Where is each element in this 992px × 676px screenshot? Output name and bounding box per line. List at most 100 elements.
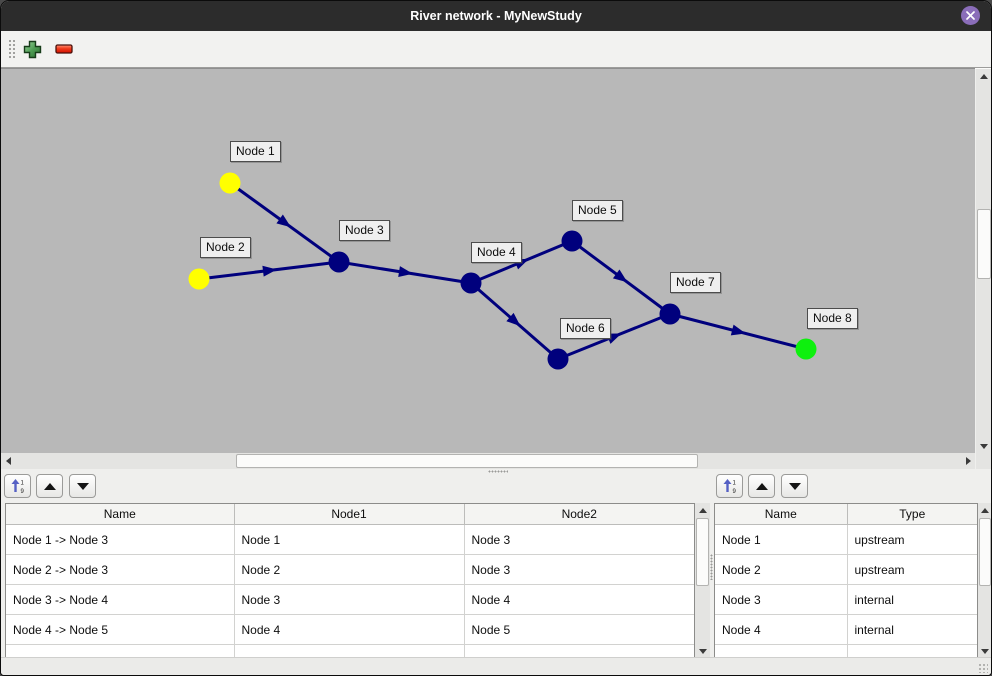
- table-cell[interactable]: Node 4: [715, 614, 848, 645]
- node-label[interactable]: Node 4: [471, 242, 522, 263]
- sort-nodes-button[interactable]: 1 9: [716, 474, 743, 498]
- toolbar-grip[interactable]: [8, 39, 15, 60]
- svg-text:1: 1: [733, 481, 737, 487]
- table-cell[interactable]: internal: [846, 614, 977, 645]
- table-cell[interactable]: Node 2: [715, 554, 848, 585]
- scrollbar-thumb[interactable]: [979, 518, 991, 586]
- table-cell[interactable]: Node 1: [233, 524, 465, 555]
- scrollbar-thumb[interactable]: [696, 518, 709, 586]
- horizontal-splitter[interactable]: [1, 469, 991, 474]
- table-cell[interactable]: Node 4: [233, 614, 465, 645]
- table-cell[interactable]: Node 5: [463, 614, 694, 645]
- sort-ascending-icon: 1 9: [723, 479, 737, 494]
- move-node-up-button[interactable]: [748, 474, 775, 498]
- up-triangle-icon: [698, 507, 707, 513]
- table-cell[interactable]: Node 3 -> Node 4: [6, 584, 235, 615]
- node-label[interactable]: Node 2: [200, 237, 251, 258]
- down-triangle-icon: [981, 648, 989, 654]
- status-bar: [1, 657, 991, 675]
- river-node[interactable]: [547, 348, 569, 370]
- vertical-splitter[interactable]: [710, 474, 714, 658]
- canvas-horizontal-scrollbar[interactable]: [1, 453, 975, 469]
- scroll-up-button[interactable]: [695, 503, 710, 517]
- scrollbar-thumb[interactable]: [236, 454, 698, 468]
- river-node[interactable]: [795, 338, 817, 360]
- canvas-vertical-scrollbar[interactable]: [976, 69, 991, 453]
- move-node-down-button[interactable]: [781, 474, 808, 498]
- table-cell[interactable]: [463, 644, 694, 657]
- network-canvas[interactable]: Node 1 Node 2 Node 3 Node 4 Node 5 Node 6 Node…: [1, 68, 975, 454]
- table-cell[interactable]: Node 3: [463, 554, 694, 585]
- node-label[interactable]: Node 6: [560, 318, 611, 339]
- table-cell[interactable]: Node 1 -> Node 3: [6, 524, 235, 555]
- table-cell[interactable]: Node 2: [233, 554, 465, 585]
- remove-node-button[interactable]: [52, 37, 76, 61]
- scroll-down-button[interactable]: [695, 644, 710, 658]
- river-node[interactable]: [659, 303, 681, 325]
- river-node[interactable]: [219, 172, 241, 194]
- sort-links-button[interactable]: 1 9: [4, 474, 31, 498]
- link-direction-arrow: [262, 265, 277, 277]
- resize-grip[interactable]: [978, 663, 988, 673]
- nodes-table-scrollbar[interactable]: [978, 503, 991, 658]
- link-direction-arrow: [730, 324, 746, 336]
- table-cell[interactable]: Node 4 -> Node 5: [6, 614, 235, 645]
- table-cell[interactable]: internal: [846, 584, 977, 615]
- node-label[interactable]: Node 7: [670, 272, 721, 293]
- move-link-down-button[interactable]: [69, 474, 96, 498]
- table-cell[interactable]: upstream: [846, 554, 977, 585]
- scroll-up-button[interactable]: [978, 503, 991, 517]
- node-label[interactable]: Node 3: [339, 220, 390, 241]
- scroll-down-button[interactable]: [978, 644, 991, 658]
- table-cell[interactable]: Node 4: [463, 584, 694, 615]
- scroll-right-button[interactable]: [961, 453, 975, 469]
- node-label[interactable]: Node 8: [807, 308, 858, 329]
- river-node[interactable]: [561, 230, 583, 252]
- table-row[interactable]: [715, 644, 977, 657]
- table-row[interactable]: [6, 644, 694, 657]
- table-cell[interactable]: [6, 644, 235, 657]
- up-triangle-icon: [981, 507, 989, 513]
- column-header[interactable]: Type: [846, 504, 977, 525]
- river-node[interactable]: [460, 272, 482, 294]
- links-table-scrollbar[interactable]: [695, 503, 710, 658]
- table-cell[interactable]: [846, 644, 977, 657]
- river-node[interactable]: [188, 268, 210, 290]
- move-link-up-button[interactable]: [36, 474, 63, 498]
- sort-ascending-icon: 1 9: [11, 479, 25, 494]
- column-header[interactable]: Name: [715, 504, 848, 525]
- table-cell[interactable]: Node 3: [715, 584, 848, 615]
- add-node-button[interactable]: [20, 37, 44, 61]
- up-triangle-icon: [755, 482, 768, 490]
- river-node[interactable]: [328, 251, 350, 273]
- table-cell[interactable]: [715, 644, 848, 657]
- scrollbar-thumb[interactable]: [977, 209, 991, 279]
- scroll-up-button[interactable]: [976, 69, 991, 83]
- table-cell[interactable]: upstream: [846, 524, 977, 555]
- table-cell[interactable]: Node 3: [463, 524, 694, 555]
- table-cell[interactable]: Node 1: [715, 524, 848, 555]
- table-cell[interactable]: [233, 644, 465, 657]
- close-button[interactable]: [961, 6, 980, 25]
- scroll-left-button[interactable]: [1, 453, 15, 469]
- table-cell[interactable]: Node 2 -> Node 3: [6, 554, 235, 585]
- column-header[interactable]: Name: [6, 504, 235, 525]
- column-header[interactable]: Node2: [463, 504, 694, 525]
- scroll-down-button[interactable]: [976, 439, 991, 453]
- node-label[interactable]: Node 1: [230, 141, 281, 162]
- table-cell[interactable]: Node 3: [233, 584, 465, 615]
- right-triangle-icon: [965, 457, 971, 465]
- node-label[interactable]: Node 5: [572, 200, 623, 221]
- titlebar: River network - MyNewStudy: [1, 1, 991, 31]
- column-header[interactable]: Node1: [233, 504, 465, 525]
